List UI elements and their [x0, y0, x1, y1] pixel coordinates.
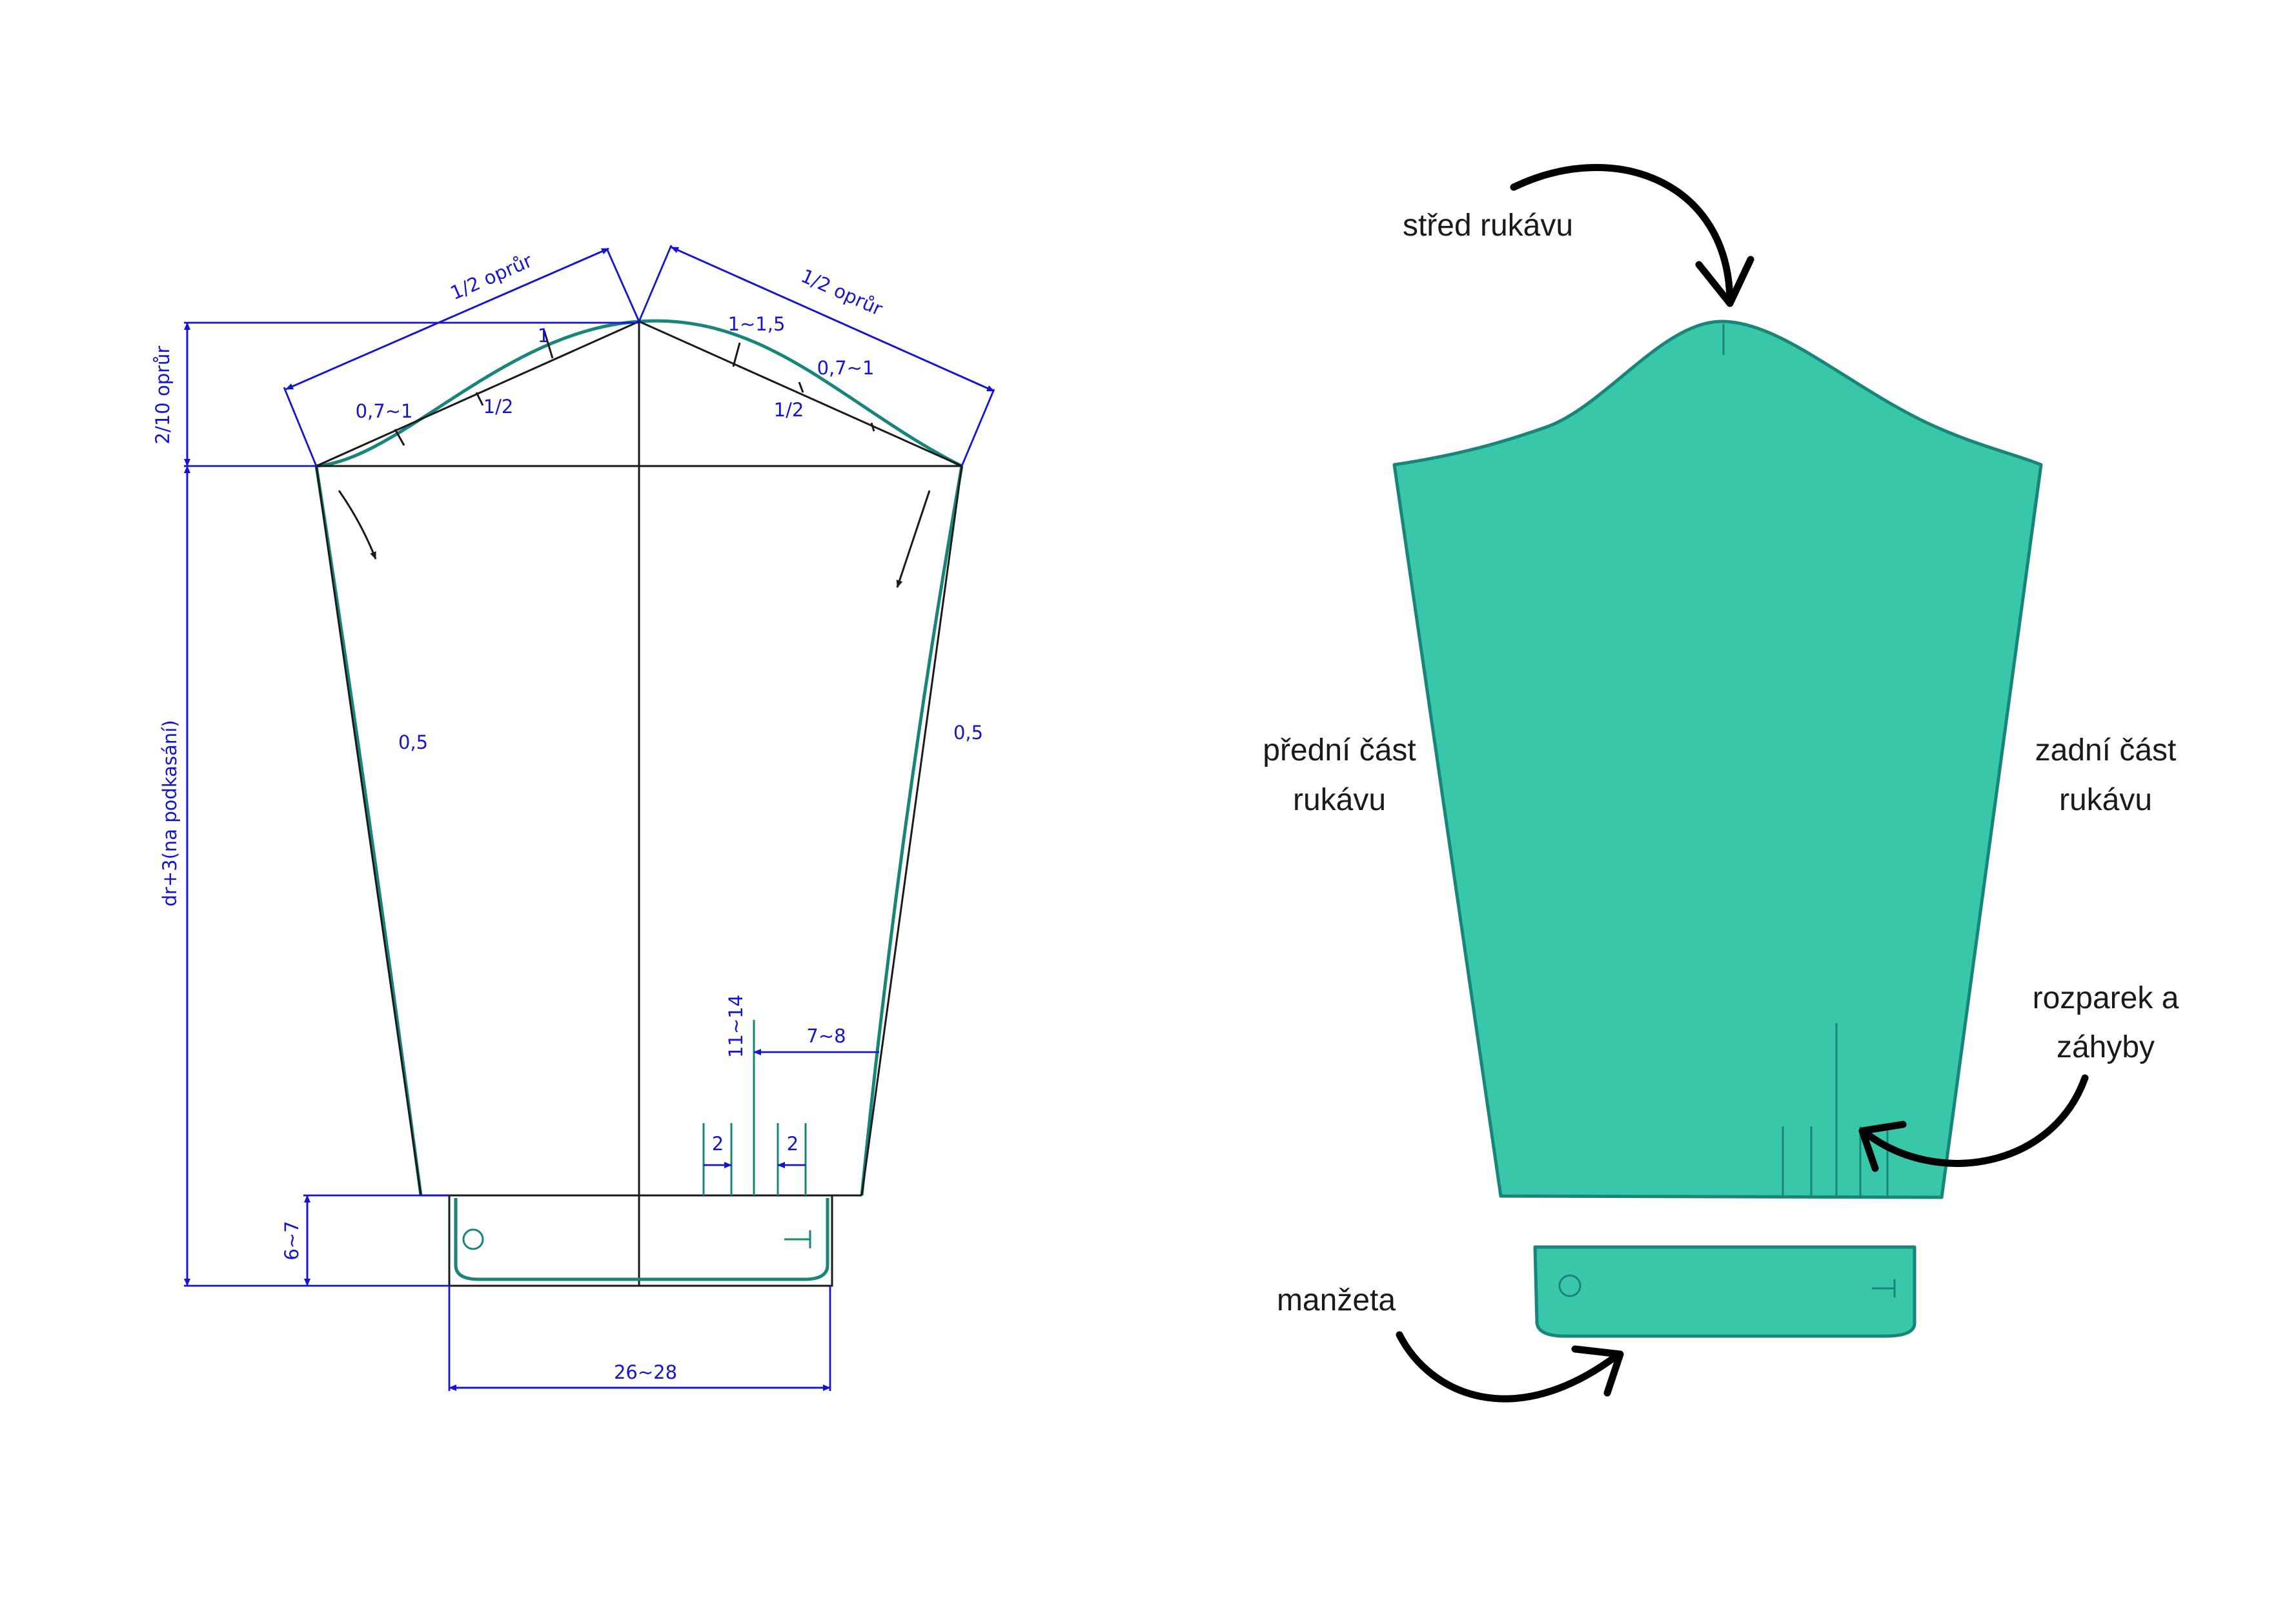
label-front-line2: rukávu: [1293, 783, 1386, 817]
dim-curve-in-left: 1: [538, 325, 549, 347]
dim-curve-mid-left: 1/2: [483, 396, 514, 418]
draft-slit-pleats: [702, 1020, 807, 1195]
draft-cuff: [448, 1194, 833, 1287]
label-back-line1: zadní část: [2035, 733, 2177, 767]
button-circle: [462, 1228, 484, 1250]
technical-draft: 1/2 oprůr 1/2 oprůr 2/10 oprůr dr+3(na p…: [152, 245, 995, 1391]
dim-side-left: 0,5: [398, 731, 428, 753]
dim-cap-height: 2/10 oprůr: [152, 346, 174, 445]
dim-slit-offset: 7~8: [806, 1025, 846, 1047]
illus-cuff: [1533, 1245, 1916, 1338]
sleeve-illustration: střed rukávu přední část rukávu zadní čá…: [1263, 164, 2179, 1403]
label-slit-line1: rozparek a: [2033, 981, 2179, 1015]
arrow-cuff-head: [1571, 1345, 1624, 1397]
arrow-slit: [1862, 1074, 2089, 1167]
illus-slit-pleats: [1782, 1023, 1889, 1196]
label-cuff: manžeta: [1277, 1283, 1396, 1317]
label-front-line1: přední část: [1263, 733, 1416, 767]
arrow-center-head: [1695, 256, 1754, 307]
dim-curve-out-left: 0,7~1: [356, 400, 413, 422]
dim-half-armhole-left: 1/2 oprůr: [447, 249, 536, 304]
dim-half-armhole-right: 1/2 oprůr: [798, 265, 886, 320]
dim-side-right: 0,5: [953, 722, 983, 744]
label-back-line2: rukávu: [2059, 783, 2152, 817]
dimension-lines: [184, 245, 995, 1391]
label-center: střed rukávu: [1403, 208, 1573, 243]
cuff-button-circle: [1558, 1274, 1581, 1297]
arrow-center: [1510, 164, 1734, 307]
sleeve-body: [1392, 320, 2043, 1199]
arrow-cuff: [1396, 1331, 1621, 1403]
dim-cuff-width: 26~28: [614, 1361, 677, 1383]
dim-slit-height: 11~14: [725, 995, 747, 1058]
construction-lines: [315, 320, 963, 1286]
dim-curve-out-right: 1~1,5: [728, 313, 786, 335]
dim-pleat-right: 2: [787, 1133, 798, 1155]
dim-curve-in-right: 0,7~1: [817, 357, 875, 379]
arrow-slit-head: [1858, 1121, 1907, 1172]
dim-pleat-left: 2: [712, 1133, 724, 1155]
label-slit-line2: záhyby: [2057, 1030, 2155, 1064]
cuff-body: [1533, 1245, 1916, 1338]
dim-cuff-height: 6~7: [281, 1221, 303, 1260]
dim-sleeve-length: dr+3(na podkasání): [159, 720, 181, 906]
front-seam-curve: [314, 465, 423, 1196]
back-seam-curve: [860, 465, 964, 1196]
dim-curve-mid-right: 1/2: [774, 399, 804, 421]
